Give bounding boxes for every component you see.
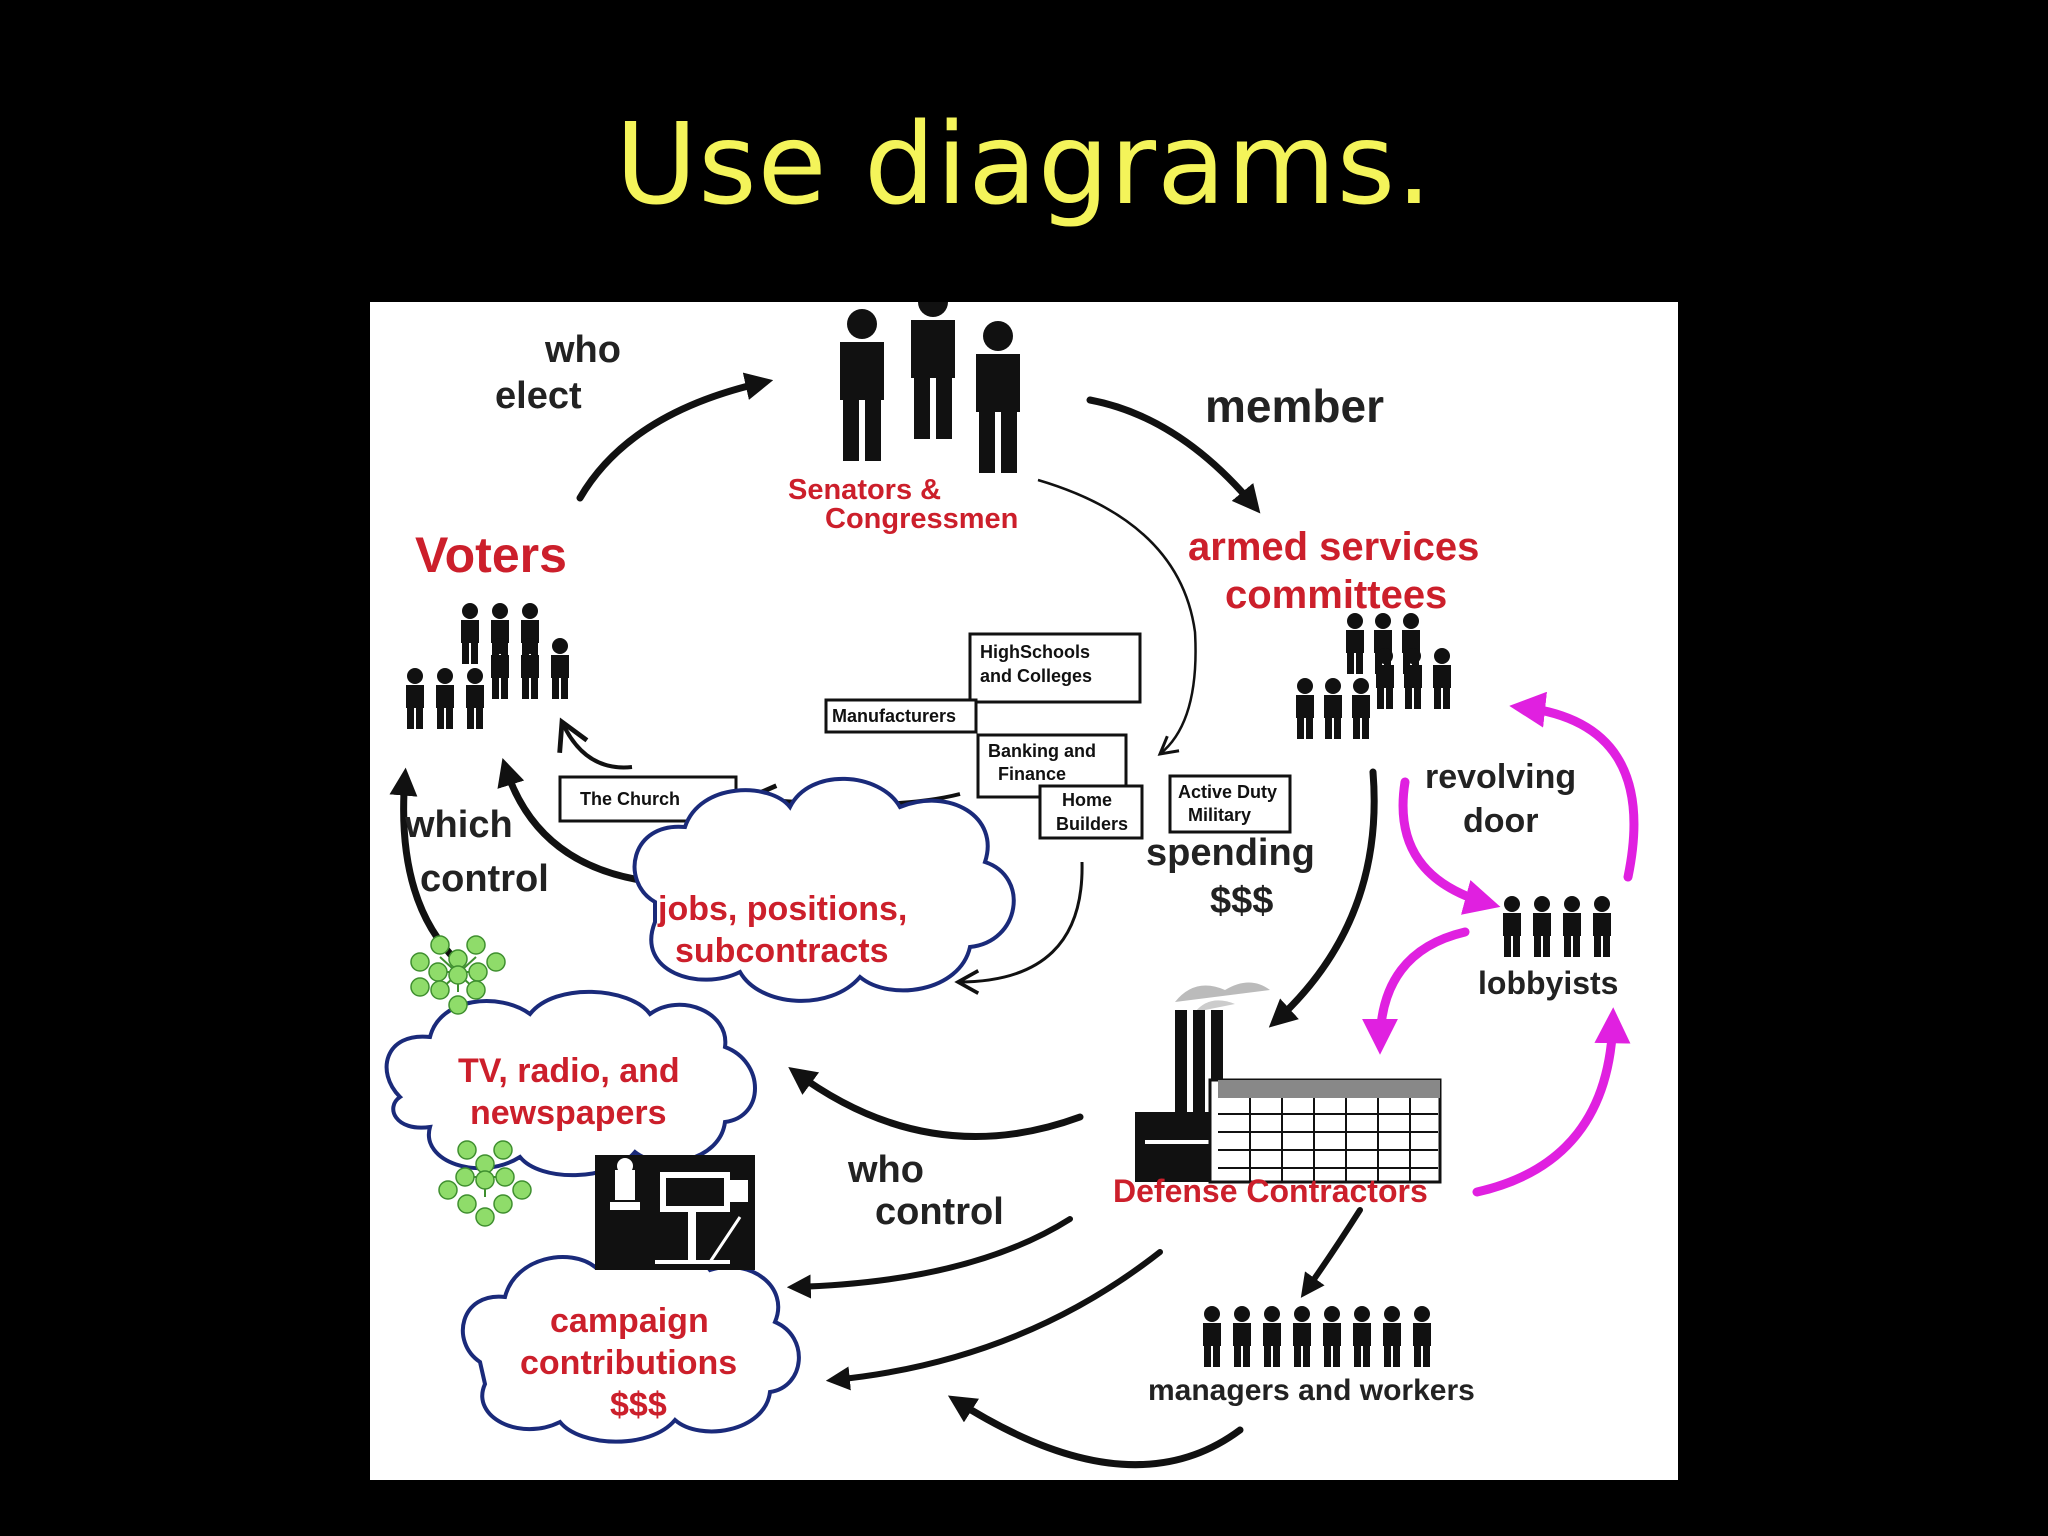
arrow-workers-to-campaign (947, 1395, 1244, 1469)
campaign-label-2: contributions (520, 1344, 737, 1382)
svg-text:Builders: Builders (1056, 814, 1128, 834)
who-control-label-2: control (875, 1191, 1004, 1233)
svg-text:HighSchools: HighSchools (980, 642, 1090, 662)
managers-workers-label: managers and workers (1148, 1374, 1475, 1407)
network-nodes-bottom (438, 1140, 532, 1227)
arrow-member (1086, 396, 1261, 514)
revolving-door-arrows (1362, 691, 1639, 1197)
diagram-panel: Senators & Congressmen who elect member … (370, 287, 1678, 1480)
member-label: member (1205, 380, 1384, 432)
revolving-door-label-1: revolving (1425, 758, 1576, 796)
senators-figures (840, 287, 1020, 473)
campaign-cloud (460, 1244, 801, 1444)
box-highschools: HighSchools and Colleges (968, 632, 1142, 704)
spending-label-2: $$$ (1210, 880, 1273, 922)
armed-services-label-1: armed services (1188, 525, 1479, 569)
svg-text:and Colleges: and Colleges (980, 666, 1092, 686)
svg-text:Finance: Finance (998, 764, 1066, 784)
lobbyist-figures (1503, 896, 1611, 957)
voters-label: Voters (415, 527, 567, 583)
arrow-jobs-to-voters (497, 757, 644, 884)
svg-text:Home: Home (1062, 790, 1112, 810)
revolving-door-label-2: door (1463, 802, 1539, 840)
workers-figures (1203, 1306, 1431, 1367)
factory-icon (1135, 982, 1442, 1184)
tv-camera-icon (595, 1155, 755, 1270)
media-label-2: newspapers (470, 1094, 667, 1132)
which-control-label-2: control (420, 858, 549, 900)
box-home-builders: Home Builders (1038, 784, 1144, 840)
defense-contractors-label: Defense Contractors (1113, 1173, 1428, 1209)
box-manufacturers: Manufacturers (824, 698, 978, 734)
who-elect-label-1: who (544, 329, 621, 371)
which-control-label-1: which (404, 804, 513, 846)
svg-text:Active Duty: Active Duty (1178, 782, 1277, 802)
senators-label-1: Senators & (788, 474, 941, 506)
jobs-label-2: subcontracts (675, 932, 889, 970)
armed-services-label-2: committees (1225, 573, 1447, 617)
jobs-cloud (632, 776, 1016, 1003)
arrow-spending-to-defense (1268, 768, 1378, 1028)
box-active-duty-military: Active Duty Military (1168, 774, 1292, 834)
campaign-label-3: $$$ (610, 1386, 667, 1424)
svg-text:Manufacturers: Manufacturers (832, 706, 956, 726)
arrow-who-elect (576, 372, 774, 502)
svg-text:The Church: The Church (580, 789, 680, 809)
voters-figures (406, 603, 569, 729)
jobs-label-1: jobs, positions, (657, 890, 907, 928)
campaign-label-1: campaign (550, 1302, 709, 1340)
spending-label-1: spending (1146, 832, 1315, 874)
network-nodes-top (410, 935, 506, 1015)
arrow-defense-to-campaign-2 (825, 1249, 1163, 1391)
arrow-church-to-voters (557, 717, 633, 770)
media-label-1: TV, radio, and (458, 1052, 680, 1090)
arrow-home-builders-to-jobs (954, 861, 1084, 995)
svg-text:Banking and: Banking and (988, 741, 1096, 761)
who-elect-label-2: elect (495, 375, 582, 417)
committee-figures (1296, 613, 1451, 739)
arrow-defense-to-media (788, 1067, 1084, 1140)
who-control-label-1: who (847, 1149, 924, 1191)
svg-text:Military: Military (1188, 805, 1251, 825)
slide-title: Use diagrams. (615, 100, 1433, 230)
arrow-defense-to-campaign-1 (786, 1216, 1073, 1299)
arrow-senators-to-industries (1037, 478, 1197, 756)
senators-label-2: Congressmen (825, 503, 1018, 535)
lobbyists-label: lobbyists (1478, 965, 1618, 1001)
arrow-defense-to-workers (1300, 1207, 1363, 1298)
